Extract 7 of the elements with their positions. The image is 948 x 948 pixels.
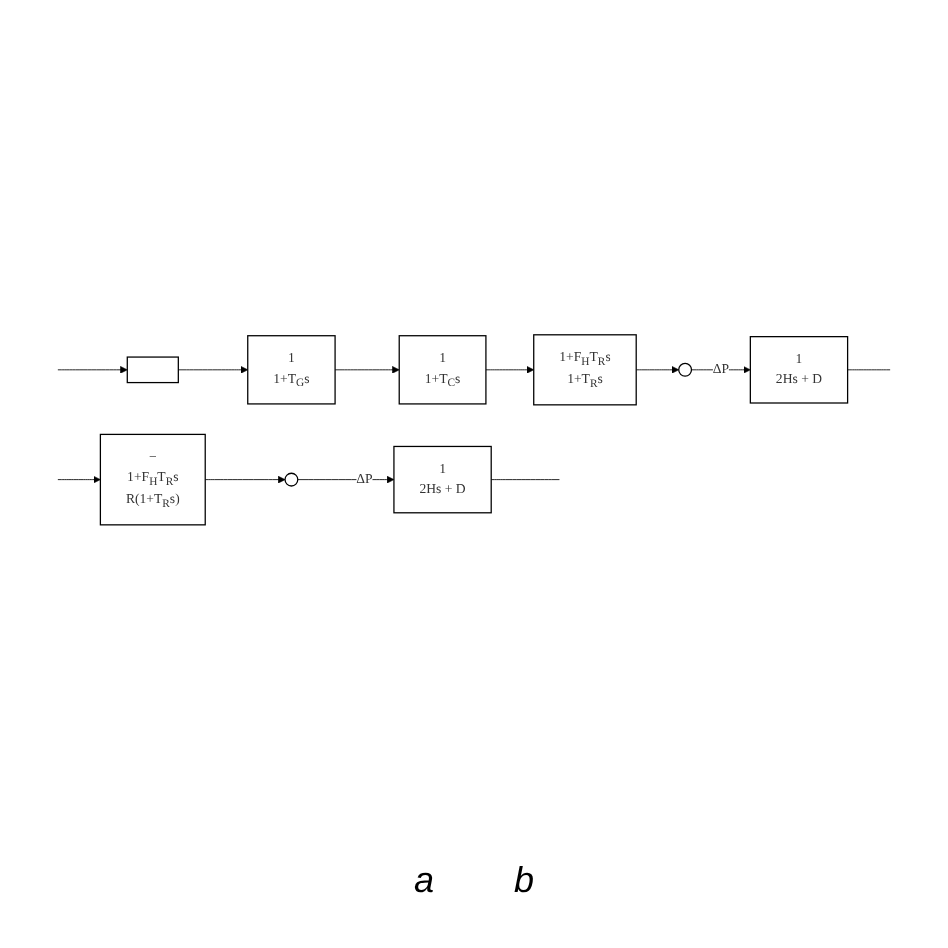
connector [490, 479, 560, 481]
node-box [126, 356, 179, 384]
panel-caption: a [413, 860, 434, 902]
node-circle [284, 472, 299, 487]
connector [847, 369, 891, 371]
node-circle [678, 362, 693, 377]
panel-caption: b [514, 860, 535, 902]
